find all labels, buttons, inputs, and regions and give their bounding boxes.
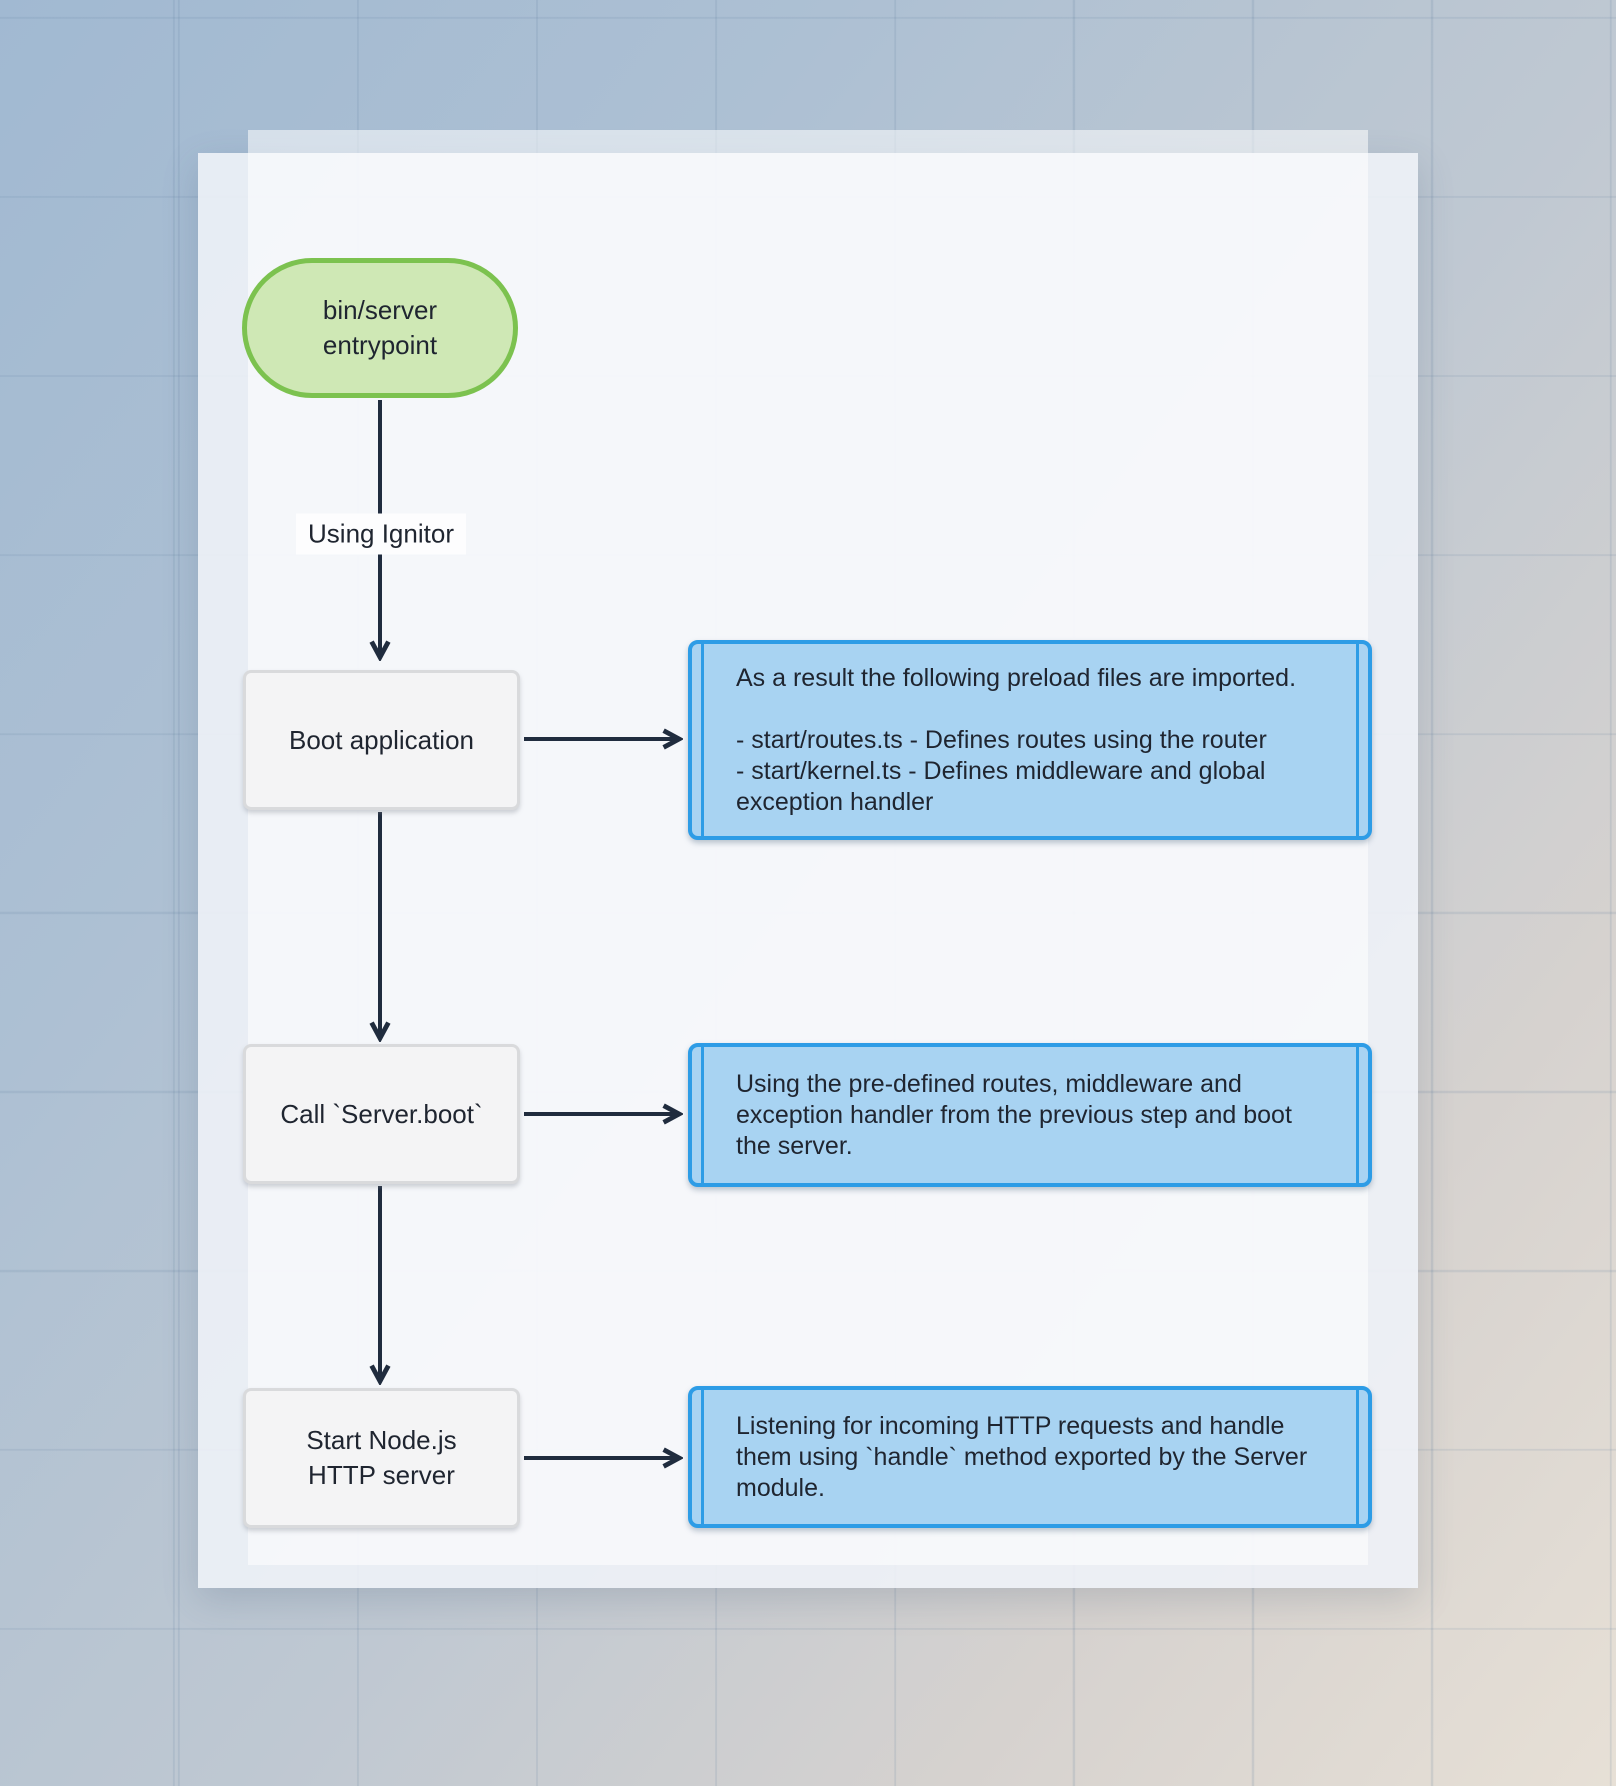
note-start-http-server: Listening for incoming HTTP requests and… — [688, 1386, 1372, 1528]
step-box-label: Call `Server.boot` — [280, 1098, 483, 1129]
note-text: Using the pre-defined routes, middleware… — [736, 1069, 1292, 1160]
note-boot-application: As a result the following preload files … — [688, 640, 1372, 840]
step-box-label: Boot application — [288, 724, 475, 755]
note-call-server-boot: Using the pre-defined routes, middleware… — [688, 1043, 1372, 1187]
step-box-call-server-boot: Call `Server.boot` — [243, 1044, 520, 1184]
entry-node-label: bin/server entrypoint — [322, 295, 438, 360]
edge-label-using-ignitor: Using Ignitor — [296, 513, 466, 555]
entry-node: bin/server entrypoint — [242, 258, 518, 398]
note-text: As a result the following preload files … — [736, 663, 1297, 816]
step-box-label: Start Node.js HTTP server — [306, 1425, 457, 1490]
note-text: Listening for incoming HTTP requests and… — [736, 1411, 1308, 1502]
step-box-start-http-server: Start Node.js HTTP server — [243, 1388, 520, 1528]
step-box-boot-application: Boot application — [243, 670, 520, 810]
